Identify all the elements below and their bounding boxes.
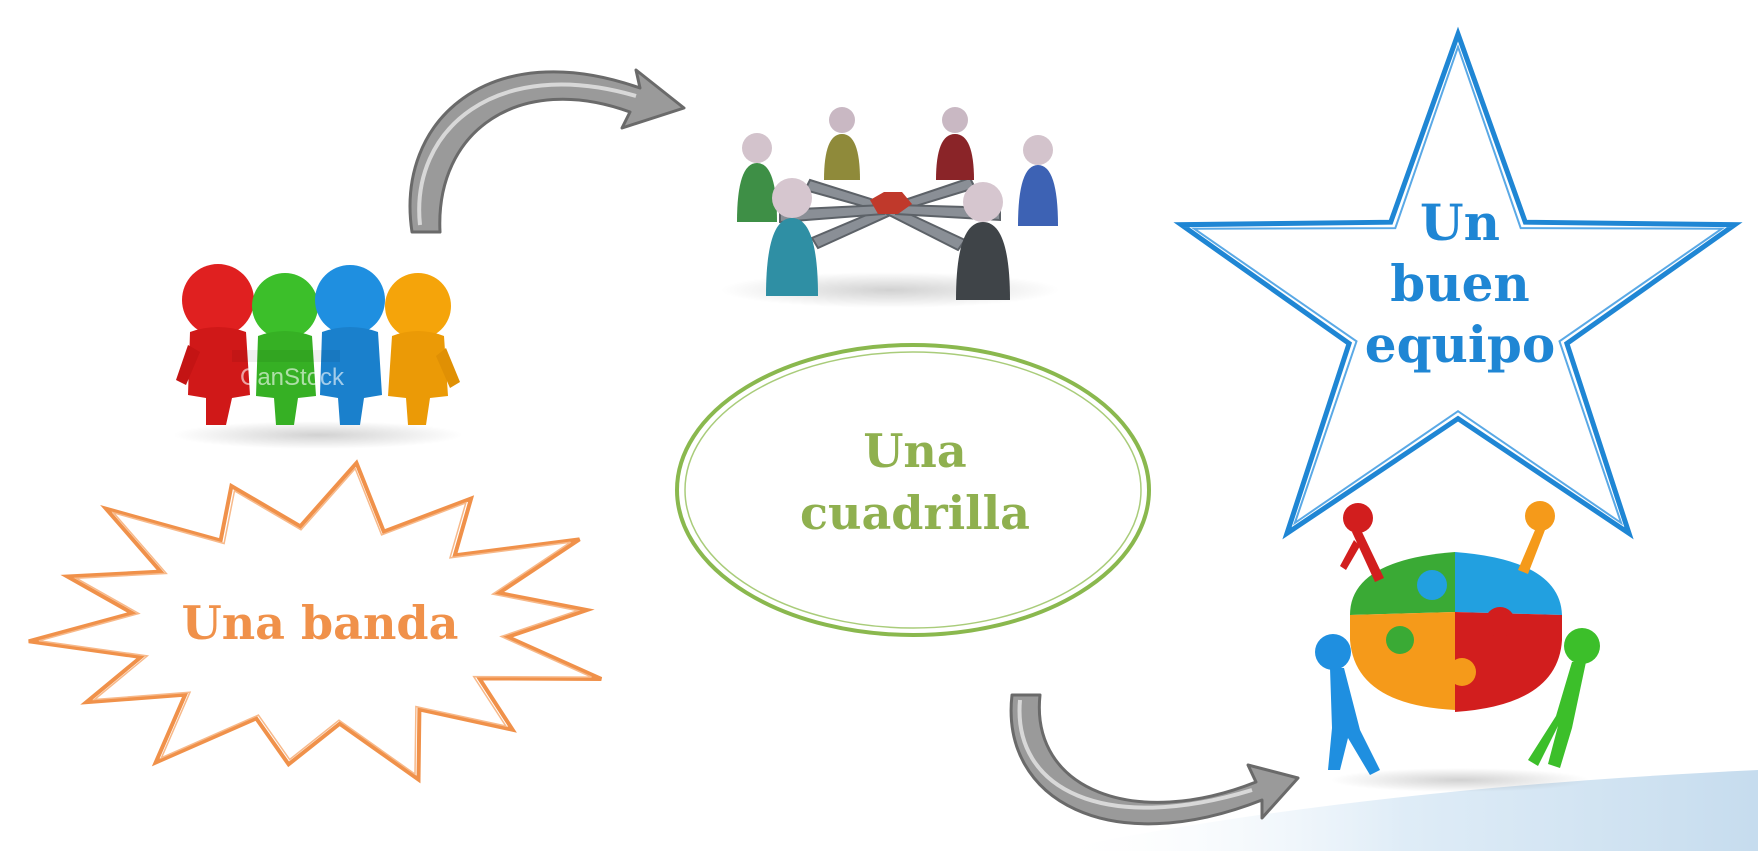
watermark: CanStock (240, 364, 345, 391)
equipo-line-1: Un (1420, 193, 1500, 252)
background-swoosh (1050, 770, 1758, 851)
equipo-line-3: equipo (1364, 315, 1556, 374)
equipo-star-shape (1173, 26, 1743, 540)
red-figure (176, 264, 254, 425)
curved-arrow-icon (408, 68, 686, 234)
figure-teal (766, 178, 818, 296)
puzzle-team-figures-icon (1315, 501, 1600, 792)
label-una-cuadrilla: Una cuadrilla (700, 420, 1130, 544)
cuadrilla-line-2: cuadrilla (800, 486, 1030, 541)
yellow-figure (385, 273, 460, 425)
curved-arrow-icon (1009, 693, 1300, 826)
figure-red (1340, 503, 1384, 582)
figure-blue (1018, 135, 1058, 226)
figure-orange (1518, 501, 1555, 574)
label-un-buen-equipo: Un buen equipo (1325, 192, 1595, 375)
banda-text: Una banda (181, 596, 459, 650)
blue-figure (315, 265, 385, 425)
round-table-figures-icon (720, 107, 1060, 308)
cuadrilla-ellipse (675, 343, 1151, 637)
label-una-banda: Una banda (150, 596, 490, 650)
figure-dark (956, 182, 1010, 300)
figure-green (737, 133, 777, 222)
figure-olive (824, 107, 860, 180)
figure-green (1528, 628, 1600, 768)
team-hug-figures-icon: CanStock (173, 264, 463, 449)
puzzle-disc (1350, 552, 1562, 712)
figure-maroon (936, 107, 974, 180)
equipo-line-2: buen (1390, 254, 1530, 313)
green-figure (252, 273, 318, 425)
cuadrilla-line-1: Una (863, 424, 967, 478)
figure-blue (1315, 634, 1380, 775)
banda-burst-shape (28, 459, 603, 784)
